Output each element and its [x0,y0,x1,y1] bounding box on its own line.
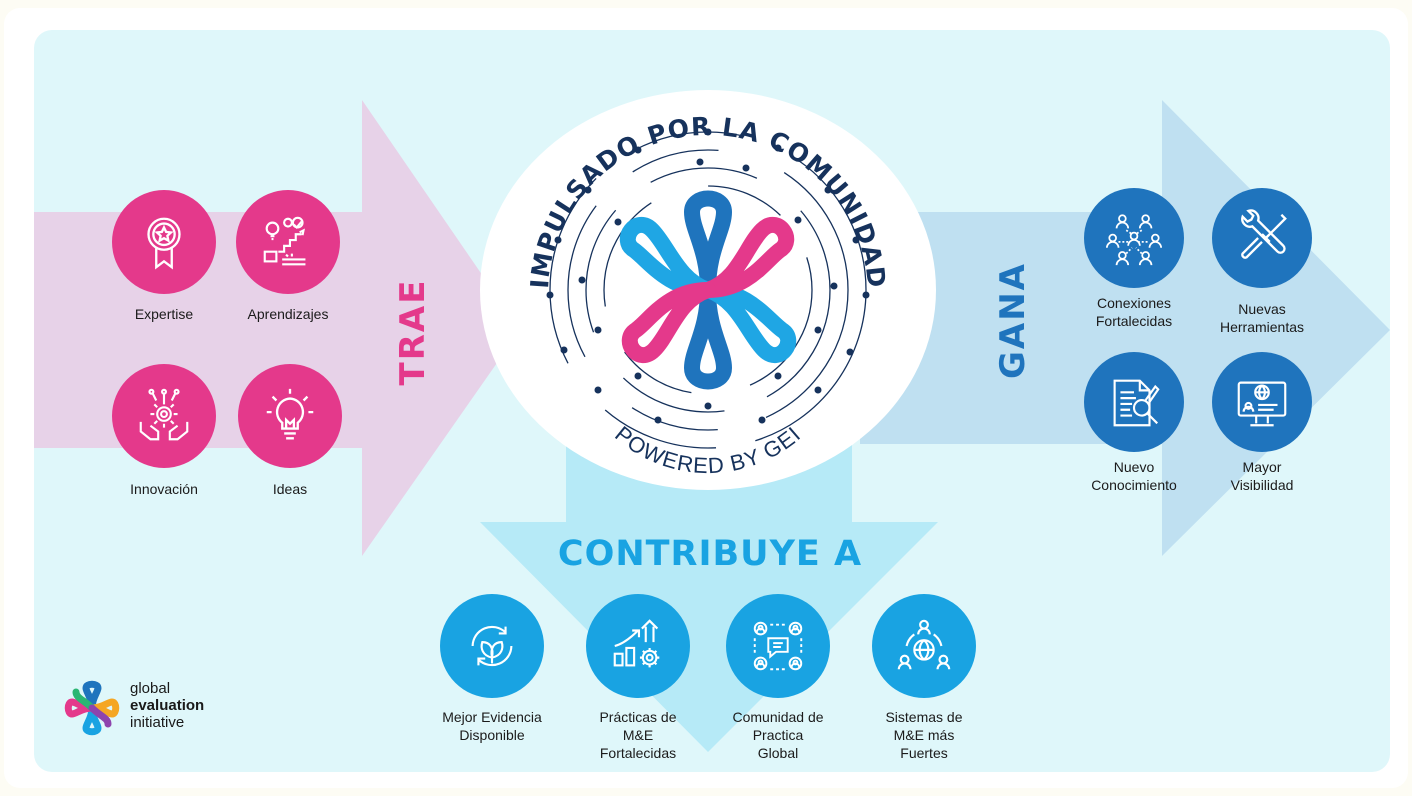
innovation-hands-gear-icon [112,364,216,468]
global-people-icon [872,594,976,698]
comunidad-line1: Comunidad de [732,709,824,725]
knot-logo [619,190,797,390]
contribuye-title: CONTRIBUYE A [557,534,863,574]
conexiones-line1: Conexiones [1097,295,1171,311]
recycle-leaves-icon [440,594,544,698]
aprendizajes-label: Aprendizajes [247,306,329,322]
lightbulb-icon [238,364,342,468]
gana-word: GANA [993,262,1033,379]
innovacion-label: Innovación [130,481,198,497]
mejor-evidencia-line2: Disponible [459,727,525,743]
learning-steps-icon [236,190,340,294]
comunidad-line3: Global [757,745,799,761]
conocimiento-line2: Conocimiento [1091,477,1177,493]
conocimiento-label: Nuevo Conocimiento [1070,458,1198,494]
comunidad-line2: Practica [752,727,804,743]
gei-logo-text: global evaluation initiative [130,680,204,731]
tools-icon [1212,188,1312,288]
network-people-icon [1084,188,1184,288]
circuit-dots [546,128,870,424]
visibilidad-line2: Visibilidad [1230,477,1294,493]
logo-line3: initiative [130,714,185,731]
practicas-line2: M&E [622,727,654,743]
visibilidad-label: Mayor Visibilidad [1200,458,1324,494]
conocimiento-line1: Nuevo [1113,459,1155,475]
sistemas-label: Sistemas de M&E más Fuertes [862,708,986,762]
sistemas-line2: M&E más [893,727,955,743]
herramientas-line2: Herramientas [1219,319,1305,335]
practicas-line1: Prácticas de [599,709,677,725]
gei-logo-mark [64,680,120,736]
practicas-line3: Fortalecidas [599,745,677,761]
mejor-evidencia-line1: Mejor Evidencia [442,709,542,725]
ideas-label: Ideas [272,481,308,497]
monitor-globe-icon [1212,352,1312,452]
practicas-label: Prácticas de M&E Fortalecidas [576,708,700,762]
expertise-icon [112,190,216,294]
conexiones-label: Conexiones Fortalecidas [1074,294,1194,330]
visibilidad-line1: Mayor [1242,459,1282,475]
comunidad-label: Comunidad de Practica Global [714,708,842,762]
trae-word: TRAE [393,278,433,386]
center-emblem: IMPULSADO POR LA COMUNIDAD POWERED BY GE… [480,90,936,490]
herramientas-line1: Nuevas [1238,301,1286,317]
expertise-label: Expertise [134,306,194,322]
sistemas-line3: Fuertes [900,745,948,761]
logo-line1: global [130,680,171,697]
bottom-arrow-shape [480,440,938,752]
mejor-evidencia-label: Mejor Evidencia Disponible [422,708,562,744]
logo-line2: evaluation [130,697,205,714]
growth-chart-gear-icon [586,594,690,698]
sistemas-line1: Sistemas de [885,709,963,725]
herramientas-label: Nuevas Herramientas [1200,300,1324,336]
conexiones-line2: Fortalecidas [1095,313,1173,329]
community-chat-icon [726,594,830,698]
document-search-icon [1084,352,1184,452]
